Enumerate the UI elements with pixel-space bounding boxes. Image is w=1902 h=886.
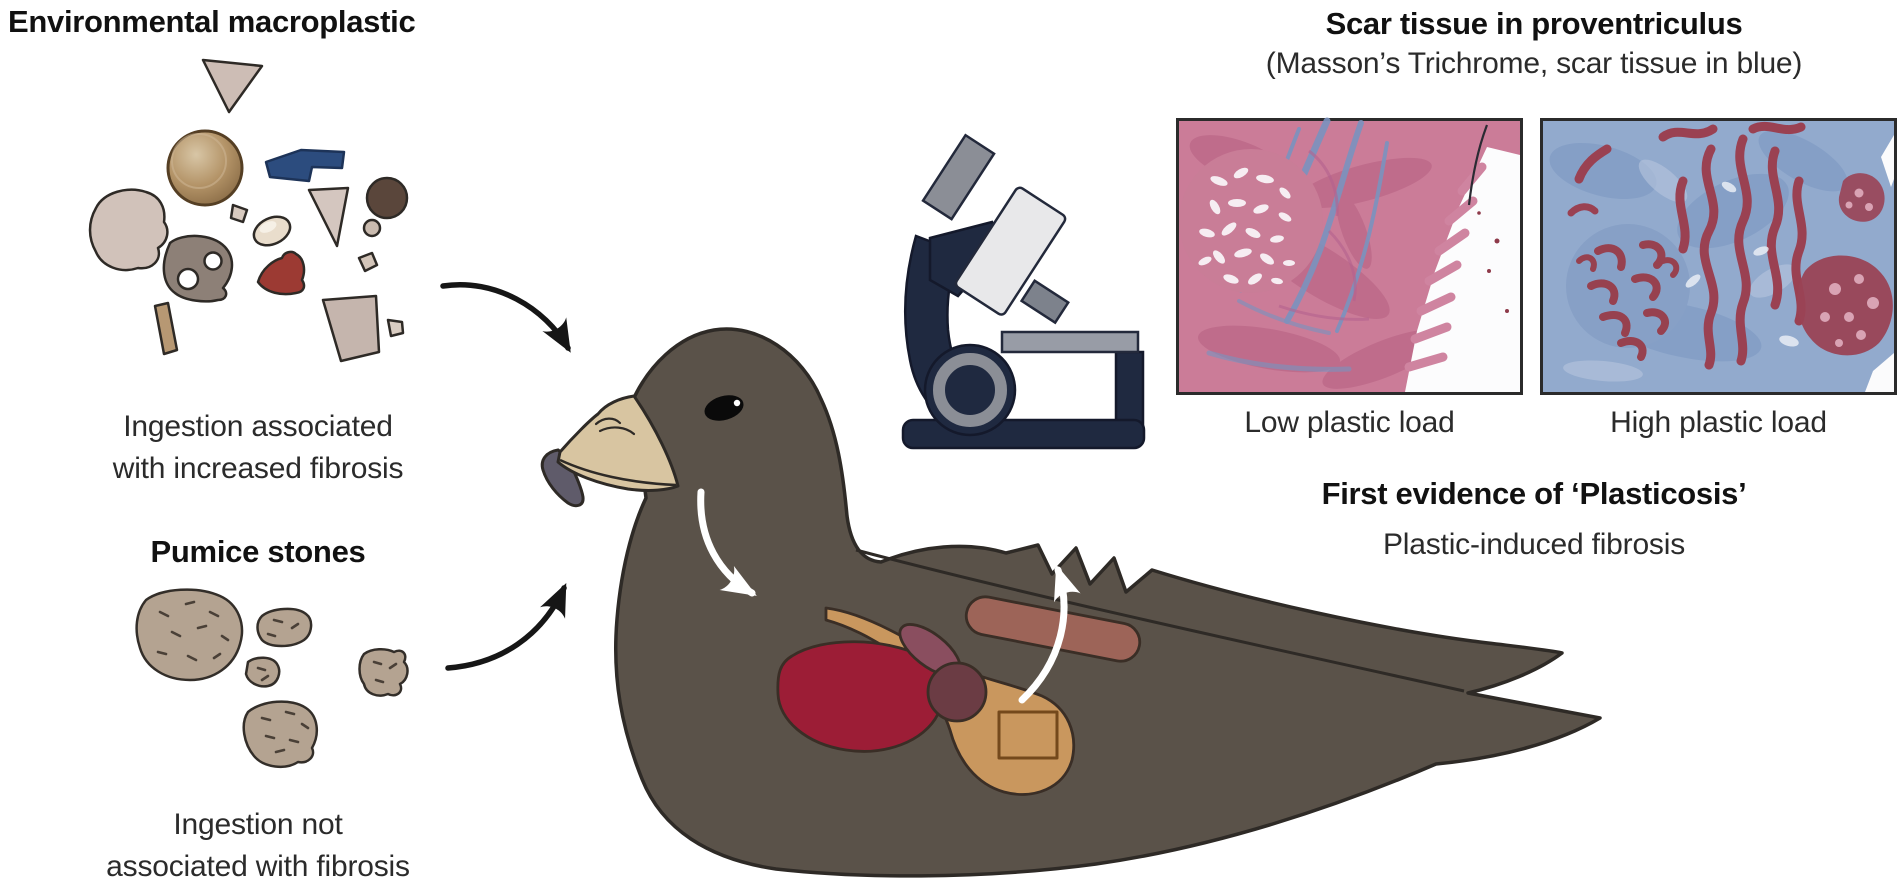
bird-body-shape xyxy=(613,327,1602,878)
histology-high-illustration xyxy=(1543,121,1894,392)
pumice-illustration xyxy=(135,588,409,769)
plastic-fragment-beige-large xyxy=(88,188,169,272)
microscope-nosepiece xyxy=(1019,278,1070,325)
pumice-texture xyxy=(156,600,398,754)
scar-tissue-subtitle: (Masson’s Trichrome, scar tissue in blue… xyxy=(1265,47,1803,80)
low-plastic-label: Low plastic load xyxy=(1244,406,1455,439)
pumice-title: Pumice stones xyxy=(150,534,366,569)
sample-site-rectangle xyxy=(997,710,1059,760)
beak-shape xyxy=(556,394,680,492)
plastic-bit-small1 xyxy=(229,203,249,224)
gland-lumens xyxy=(1198,167,1295,285)
arrow-pumice-to-bird-icon xyxy=(445,583,567,671)
plastic-fragment-blue xyxy=(264,148,346,183)
intestine-shape xyxy=(964,595,1142,663)
histology-low-plastic-image xyxy=(1176,117,1523,395)
pumice-stone-5 xyxy=(242,700,319,769)
pumice-stone-4 xyxy=(358,648,409,697)
pumice-caption: Ingestion not associated with fibrosis xyxy=(30,804,486,886)
finding-title: First evidence of ‘Plasticosis’ xyxy=(1321,476,1747,511)
macroplastic-caption-line2: with increased fibrosis xyxy=(112,452,404,485)
pumice-caption-line1: Ingestion not xyxy=(173,808,343,841)
microscope-eyepiece xyxy=(921,133,996,221)
macroplastic-caption-line1: Ingestion associated xyxy=(123,410,393,443)
plastic-bead-brown xyxy=(365,176,409,220)
plastic-lid-with-holes xyxy=(162,234,234,303)
plastic-fragment-triangle xyxy=(201,58,264,114)
macroplastic-caption: Ingestion associated with increased fibr… xyxy=(30,406,486,490)
nostril-tube-line xyxy=(594,417,636,436)
histology-low-illustration xyxy=(1179,117,1520,392)
beak-tip-shape xyxy=(540,448,585,508)
eye-glint xyxy=(733,399,741,407)
plastic-fragment-quad xyxy=(321,294,381,363)
arrow-sample-to-microscope-icon xyxy=(1018,564,1081,704)
microscope-stage xyxy=(1000,330,1140,354)
microscope-icon xyxy=(901,133,1146,450)
histology-high-plastic-image xyxy=(1540,118,1897,395)
eye-shape xyxy=(704,395,744,421)
macroplastic-title: Environmental macroplastic xyxy=(8,4,416,39)
pumice-stone-3 xyxy=(244,656,281,688)
scar-tissue-title: Scar tissue in proventriculus xyxy=(1325,6,1743,41)
high-plastic-label: High plastic load xyxy=(1610,406,1827,439)
plastic-bit-small2 xyxy=(362,218,382,238)
finding-subtitle: Plastic-induced fibrosis xyxy=(1383,528,1685,561)
gizzard-shape xyxy=(926,661,988,723)
plastic-stick xyxy=(153,301,179,356)
wing-fold-line xyxy=(855,548,1465,693)
microscope-tube xyxy=(954,186,1067,316)
pumice-caption-line2: associated with fibrosis xyxy=(106,850,410,883)
macroplastic-illustration xyxy=(88,58,409,363)
bird-illustration xyxy=(540,327,1602,878)
beak-mouth-line xyxy=(559,458,677,487)
plastic-fragment-red xyxy=(256,250,306,296)
pumice-stone-2 xyxy=(256,607,313,648)
plastic-bit-small3 xyxy=(357,251,379,273)
arrow-ingestion-icon xyxy=(697,488,757,597)
plastic-bit-small4 xyxy=(386,318,405,338)
liver-shape xyxy=(776,640,946,753)
arrow-plastic-to-bird-icon xyxy=(440,282,571,353)
plastic-fragment-cream xyxy=(252,215,292,247)
plastic-fragment-triangle2 xyxy=(307,186,350,248)
